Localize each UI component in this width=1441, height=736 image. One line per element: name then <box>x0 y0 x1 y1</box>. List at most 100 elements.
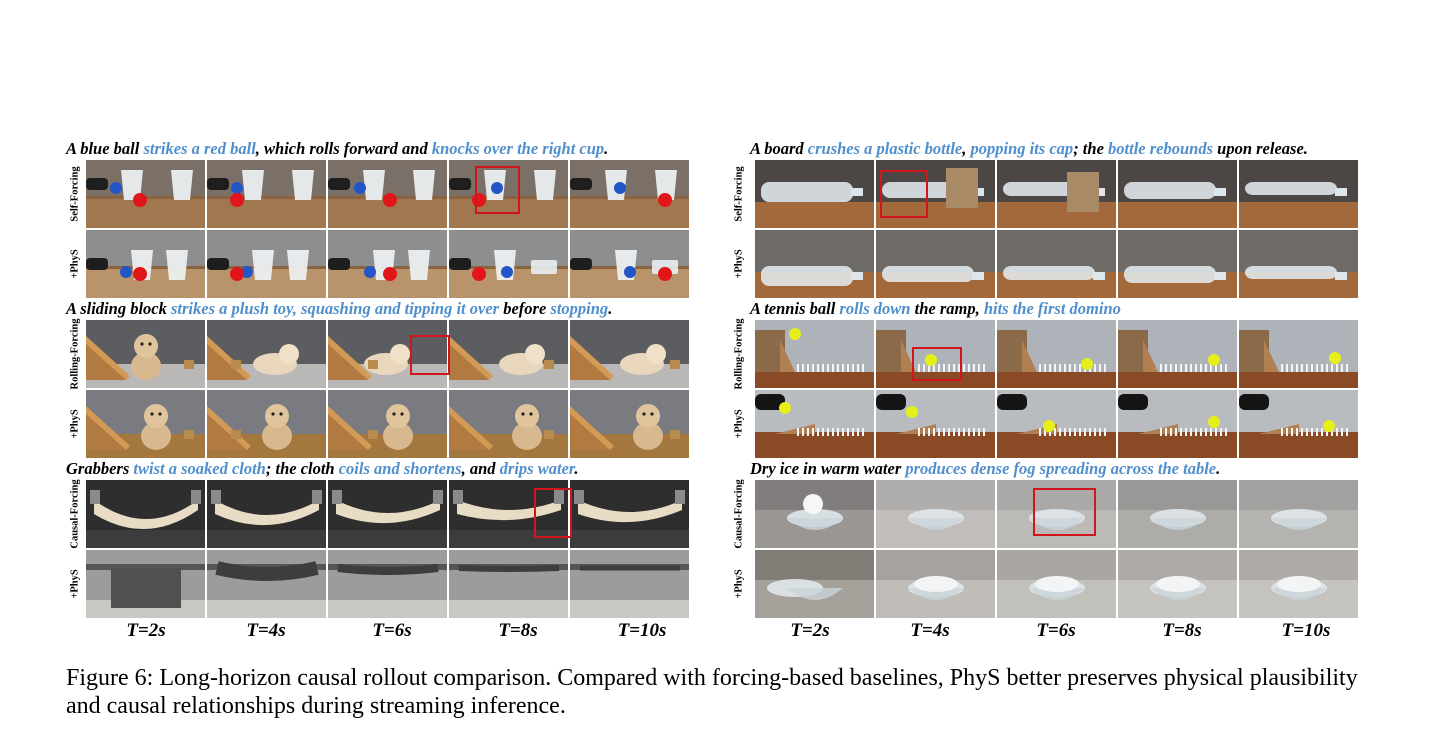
video-frame-1 <box>755 160 874 228</box>
row-label: Causal-Forcing <box>733 479 745 549</box>
video-frame-4 <box>1118 550 1237 618</box>
panel-prompt: Dry ice in warm water produces dense fog… <box>750 459 1390 479</box>
frame-image <box>328 230 447 298</box>
time-label-left-2: T=4s <box>246 620 286 641</box>
frame-image <box>570 550 689 618</box>
prompt-text: . <box>1216 459 1221 478</box>
frame-strip <box>86 550 689 618</box>
frame-strip <box>86 390 689 458</box>
video-frame-2 <box>876 230 995 298</box>
video-frame-4 <box>1118 160 1237 228</box>
frame-image <box>570 480 689 548</box>
video-frame-3 <box>997 160 1116 228</box>
video-frame-2 <box>876 390 995 458</box>
video-frame-1 <box>86 320 205 388</box>
row-label: Rolling-Forcing <box>733 318 745 390</box>
time-label-left-5: T=10s <box>617 620 667 641</box>
prompt-highlight: stopping <box>550 299 609 318</box>
row-baseline: Self-Forcing <box>730 160 1358 228</box>
video-frame-5 <box>570 320 689 388</box>
prompt-highlight: rolls down <box>839 299 911 318</box>
prompt-text: A board <box>750 139 808 158</box>
video-frame-5 <box>1239 550 1358 618</box>
video-frame-4 <box>449 480 568 548</box>
video-frame-3 <box>997 320 1116 388</box>
panel-prompt: Grabbers twist a soaked cloth; the cloth… <box>66 459 706 479</box>
row-phys: +PhyS <box>66 390 689 458</box>
prompt-highlight: bottle rebounds <box>1108 139 1214 158</box>
prompt-text: A sliding block <box>66 299 171 318</box>
video-frame-5 <box>570 160 689 228</box>
video-frame-2 <box>207 230 326 298</box>
frame-image <box>997 390 1116 458</box>
video-frame-2 <box>207 160 326 228</box>
time-label-right-3: T=6s <box>1036 620 1076 641</box>
frame-strip <box>755 160 1358 228</box>
frame-image <box>1118 160 1237 228</box>
row-baseline: Rolling-Forcing <box>66 318 689 390</box>
video-frame-2 <box>876 550 995 618</box>
time-label-left-1: T=2s <box>126 620 166 641</box>
frame-image <box>876 390 995 458</box>
panel-prompt: A board crushes a plastic bottle, poppin… <box>750 139 1390 159</box>
frame-image <box>997 160 1116 228</box>
prompt-text: ; the <box>1073 139 1109 158</box>
prompt-text: ; the cloth <box>265 459 339 478</box>
frame-image <box>755 550 874 618</box>
frame-image <box>1118 550 1237 618</box>
frame-image <box>755 320 874 388</box>
row-label: +PhyS <box>69 249 81 279</box>
frame-image <box>570 320 689 388</box>
video-frame-3 <box>328 160 447 228</box>
prompt-highlight: popping its cap <box>970 139 1074 158</box>
video-frame-4 <box>1118 230 1237 298</box>
video-frame-2 <box>207 320 326 388</box>
video-frame-3 <box>997 480 1116 548</box>
row-label: +PhyS <box>733 409 745 439</box>
row-label: +PhyS <box>69 569 81 599</box>
video-frame-3 <box>328 480 447 548</box>
video-frame-5 <box>1239 390 1358 458</box>
video-frame-3 <box>328 550 447 618</box>
prompt-text: , and <box>461 459 500 478</box>
video-frame-2 <box>207 480 326 548</box>
row-label: Self-Forcing <box>69 166 81 222</box>
failure-highlight-box <box>410 335 450 375</box>
row-label: +PhyS <box>733 569 745 599</box>
frame-strip <box>86 230 689 298</box>
row-label: Self-Forcing <box>733 166 745 222</box>
frame-image <box>876 550 995 618</box>
figure-caption: Figure 6: Long-horizon causal rollout co… <box>66 664 1386 720</box>
video-frame-5 <box>1239 230 1358 298</box>
frame-image <box>207 160 326 228</box>
prompt-text: , which rolls forward and <box>255 139 432 158</box>
video-frame-1 <box>755 320 874 388</box>
time-label-right-4: T=8s <box>1162 620 1202 641</box>
frame-image <box>86 480 205 548</box>
video-frame-1 <box>86 390 205 458</box>
frame-image <box>755 160 874 228</box>
row-label: Rolling-Forcing <box>69 318 81 390</box>
frame-image <box>449 550 568 618</box>
frame-image <box>997 320 1116 388</box>
prompt-highlight: strikes a red ball <box>143 139 256 158</box>
row-label: Causal-Forcing <box>69 479 81 549</box>
figure-caption-text: Long-horizon causal rollout comparison. … <box>66 665 1358 719</box>
frame-strip <box>86 160 689 228</box>
frame-image <box>1118 480 1237 548</box>
frame-image <box>1239 160 1358 228</box>
time-label-left-4: T=8s <box>498 620 538 641</box>
frame-image <box>86 550 205 618</box>
frame-image <box>86 160 205 228</box>
time-label-right-2: T=4s <box>910 620 950 641</box>
frame-image <box>876 230 995 298</box>
video-frame-3 <box>328 320 447 388</box>
video-frame-4 <box>449 230 568 298</box>
frame-strip <box>755 230 1358 298</box>
frame-image <box>207 230 326 298</box>
row-phys: +PhyS <box>730 230 1358 298</box>
prompt-highlight: strikes a plush toy, squashing and tippi… <box>170 299 500 318</box>
frame-image <box>755 390 874 458</box>
frame-image <box>1239 230 1358 298</box>
prompt-text: . <box>604 139 609 158</box>
